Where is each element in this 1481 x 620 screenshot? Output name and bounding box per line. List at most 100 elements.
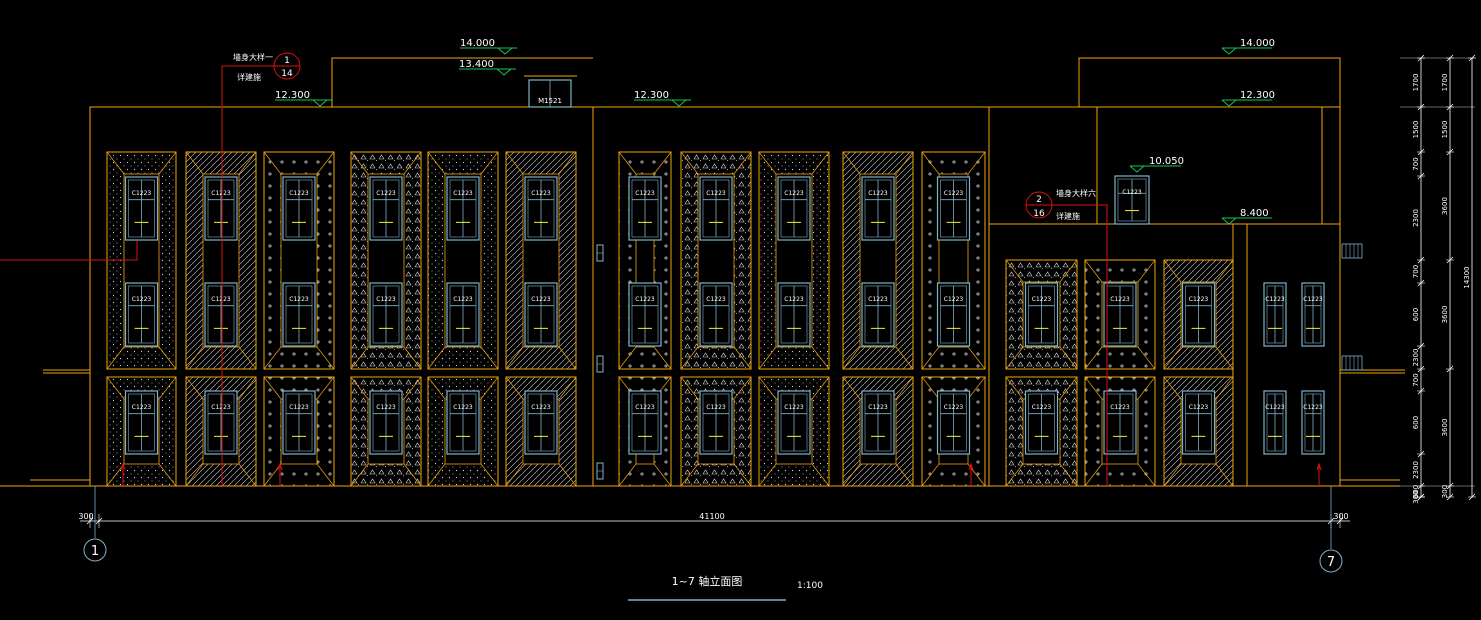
window-c1223: C1223 bbox=[628, 390, 662, 455]
level-text: 13.400 bbox=[459, 59, 494, 70]
block-left-outline bbox=[89, 106, 594, 486]
window-c1223-roof: C1223 bbox=[1114, 175, 1150, 225]
roof-stair-left bbox=[331, 57, 593, 107]
window-tag: C1223 bbox=[1032, 404, 1052, 411]
window-c1223: C1223 bbox=[699, 176, 733, 241]
dim-inner: 1500 bbox=[1412, 121, 1420, 139]
window-c1223: C1223 bbox=[446, 176, 480, 241]
dim-inner: 700 bbox=[1412, 373, 1420, 386]
axis-bubble-1: 1 bbox=[83, 486, 107, 562]
window-tag: C1223 bbox=[706, 404, 726, 411]
callout-note: 详建施 bbox=[1056, 211, 1080, 221]
wall-vent bbox=[596, 462, 604, 480]
window-tag: C1223 bbox=[706, 296, 726, 303]
window-tag: C1223 bbox=[376, 296, 396, 303]
window-tag: C1223 bbox=[211, 404, 231, 411]
window-tag: C1223 bbox=[289, 404, 309, 411]
callout-number: 2 bbox=[1036, 195, 1042, 205]
balcony-rail bbox=[1341, 355, 1363, 371]
window-c1223: C1223 bbox=[282, 176, 316, 241]
window-tag: C1223 bbox=[453, 404, 473, 411]
dim-inner: 600 bbox=[1412, 308, 1420, 321]
window-c1223: C1223 bbox=[282, 282, 316, 347]
callout-title: 墙身大样一 bbox=[233, 52, 273, 62]
window-c1223: C1223 bbox=[124, 390, 159, 455]
dim-inner: 700 bbox=[1412, 265, 1420, 278]
window-c1223: C1223 bbox=[861, 390, 895, 455]
downpipe-marker bbox=[120, 462, 126, 486]
misc-details: M1521 bbox=[524, 75, 1363, 480]
level-text: 12.300 bbox=[1240, 90, 1275, 101]
window-c1223: C1223 bbox=[1181, 282, 1216, 347]
window-c1223: C1223 bbox=[777, 282, 811, 347]
window-c1223: C1223 bbox=[446, 390, 480, 455]
callout-leader bbox=[221, 65, 274, 486]
balcony-rail bbox=[1341, 243, 1363, 259]
window-c1223: C1223 bbox=[1301, 282, 1325, 347]
level-text: 8.400 bbox=[1240, 208, 1269, 219]
wall-vent bbox=[596, 244, 604, 262]
level-text: 10.050 bbox=[1149, 156, 1184, 167]
building-outline bbox=[0, 57, 1405, 487]
axis-circle bbox=[83, 538, 107, 562]
window-tag: C1223 bbox=[376, 404, 396, 411]
window-tag: C1223 bbox=[531, 404, 551, 411]
dim-inner: 2300 bbox=[1412, 209, 1420, 227]
window-c1223: C1223 bbox=[524, 176, 558, 241]
window-c1223: C1223 bbox=[1024, 282, 1059, 347]
window-c1223: C1223 bbox=[124, 282, 159, 347]
dim-total: 41100 bbox=[699, 512, 724, 521]
window-c1223: C1223 bbox=[628, 282, 662, 347]
dim-outer: 3600 bbox=[1441, 419, 1449, 437]
window-c1223: C1223 bbox=[1024, 390, 1059, 455]
window-c1223: C1223 bbox=[936, 390, 971, 455]
dim-outer: 3600 bbox=[1441, 197, 1449, 215]
dim-inner: 600 bbox=[1412, 416, 1420, 429]
drawing-scale: 1:100 bbox=[797, 581, 823, 591]
window-c1223: C1223 bbox=[524, 282, 558, 347]
dim-outer: 1500 bbox=[1441, 121, 1449, 139]
window-c1223: C1223 bbox=[369, 176, 403, 241]
level-text: 12.300 bbox=[275, 90, 310, 101]
window-c1223: C1223 bbox=[777, 176, 811, 241]
window-c1223: C1223 bbox=[204, 282, 238, 347]
dim-outer: 1700 bbox=[1441, 74, 1449, 92]
dim-inner: 700 bbox=[1412, 157, 1420, 170]
callout-leader bbox=[1052, 204, 1108, 486]
dim-right: 300 bbox=[1333, 512, 1348, 521]
window-c1223: C1223 bbox=[124, 176, 159, 241]
window-tag: C1223 bbox=[868, 296, 888, 303]
window-c1223: C1223 bbox=[861, 176, 895, 241]
detail-callout-2: 2 16 墙身大样六 详建施 bbox=[1025, 188, 1108, 486]
window-tag: C1223 bbox=[1265, 404, 1285, 411]
callout-title: 墙身大样六 bbox=[1056, 188, 1096, 198]
window-c1223: C1223 bbox=[777, 390, 811, 455]
window-tag: C1223 bbox=[376, 190, 396, 197]
window-c1223: C1223 bbox=[1181, 390, 1216, 455]
window-tag: C1223 bbox=[635, 404, 655, 411]
level-mark: 12.300 bbox=[634, 90, 691, 107]
level-text: 14.000 bbox=[1240, 38, 1275, 49]
window-tag: C1223 bbox=[453, 296, 473, 303]
window-tag: C1223 bbox=[1303, 404, 1323, 411]
level-mark: 8.400 bbox=[1221, 208, 1272, 225]
window-c1223: C1223 bbox=[699, 282, 733, 347]
level-mark: 12.300 bbox=[1221, 90, 1275, 107]
window-tag: C1223 bbox=[289, 190, 309, 197]
downpipe-marker bbox=[277, 462, 283, 486]
window-tag: C1223 bbox=[211, 296, 231, 303]
window-tag: C1223 bbox=[944, 404, 964, 411]
window-tag: C1223 bbox=[868, 404, 888, 411]
window-c1223: C1223 bbox=[936, 282, 971, 347]
window-tag: C1223 bbox=[132, 404, 152, 411]
window-tag: C1223 bbox=[944, 190, 964, 197]
dim-outer: 300 bbox=[1441, 485, 1449, 498]
red-leader-left bbox=[0, 241, 138, 261]
window-tag: C1223 bbox=[453, 190, 473, 197]
window-tag: C1223 bbox=[1303, 296, 1323, 303]
level-mark: 14.000 bbox=[1221, 38, 1275, 55]
window-tag: C1223 bbox=[1032, 296, 1052, 303]
drawing-title: 1~7 轴立面图 bbox=[672, 574, 743, 588]
